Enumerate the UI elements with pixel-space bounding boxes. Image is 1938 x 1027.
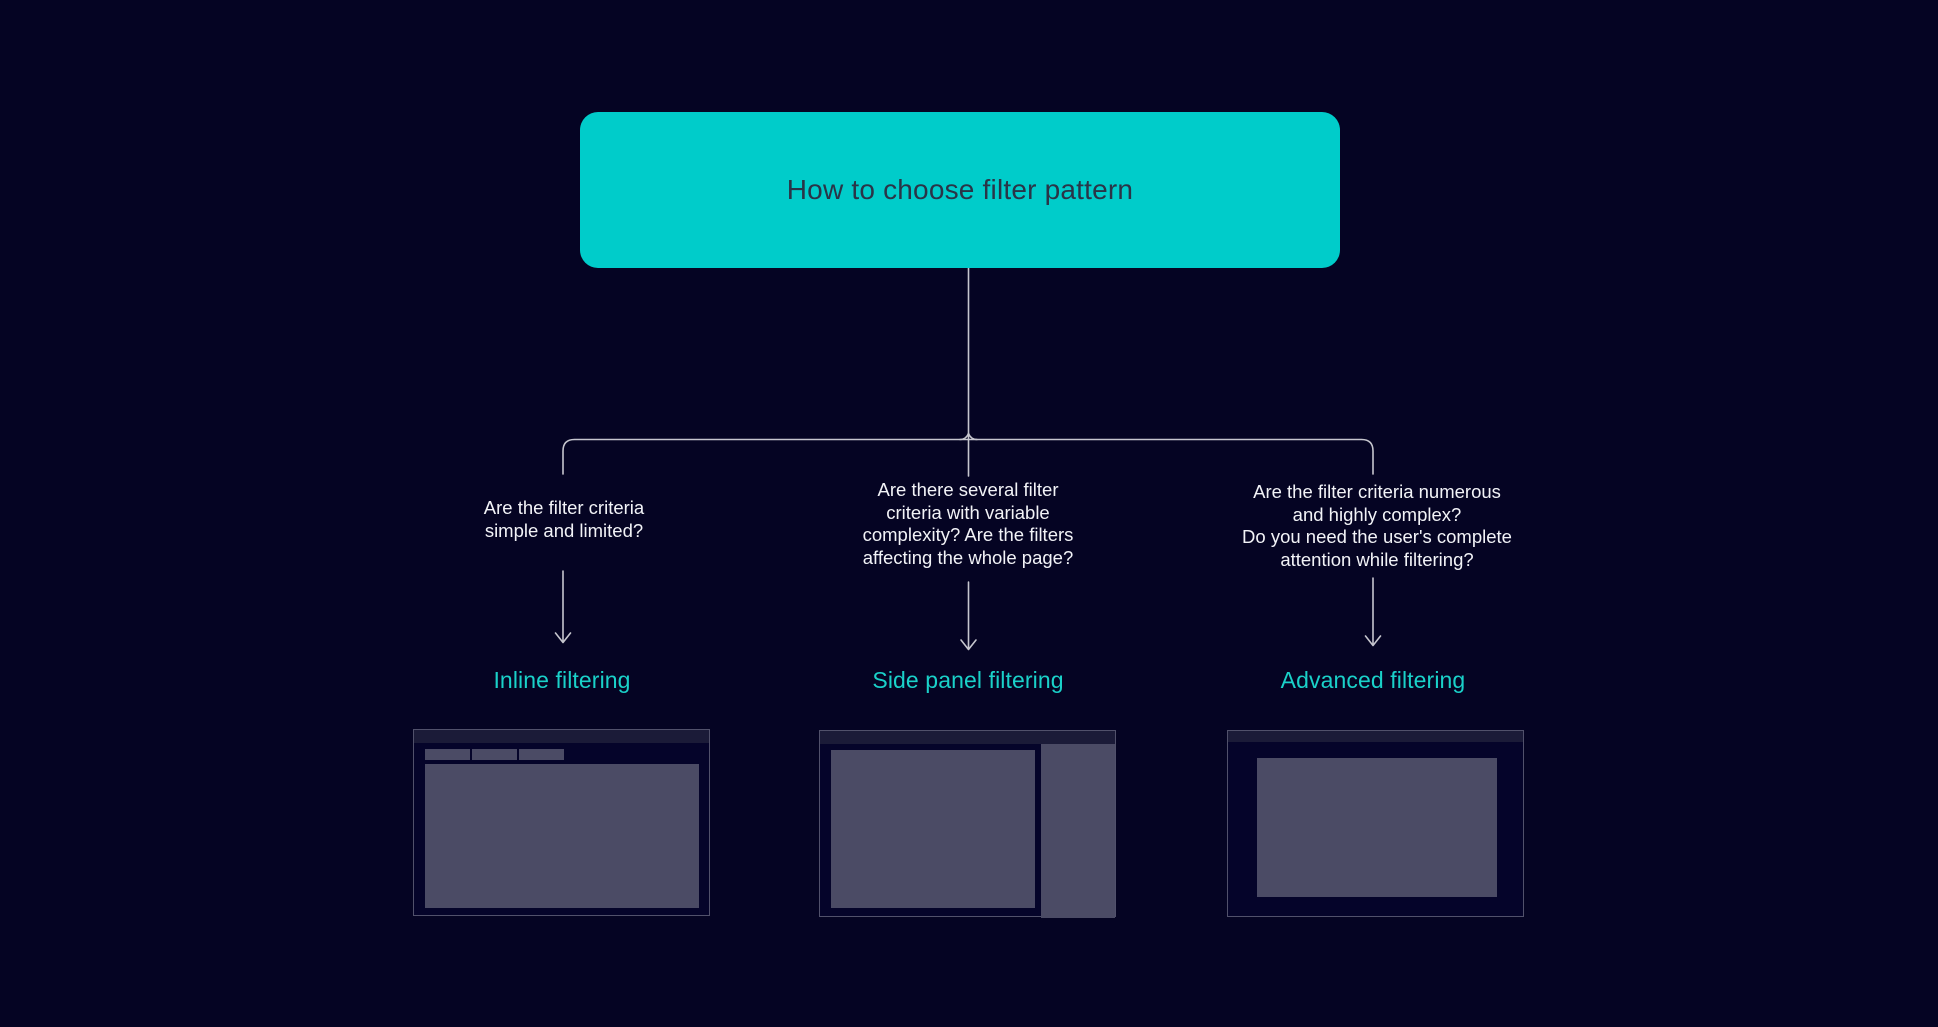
inline-question-text: Are the filter criteria simple and limit…: [484, 497, 644, 542]
inline-filtering-thumbnail: [413, 729, 710, 916]
question-line: affecting the whole page?: [862, 546, 1074, 568]
browser-header-bar: [820, 731, 1115, 744]
inline-filtering-label: Inline filtering: [493, 667, 631, 693]
side-panel-question-text: Are there several filter criteria with v…: [863, 479, 1074, 569]
filter-chip: [425, 749, 470, 760]
question-line: simple and limited?: [484, 519, 644, 541]
title-card: How to choose filter pattern: [580, 112, 1340, 268]
branch-split-line: [562, 438, 1374, 475]
side-panel-branch-down-arrow-icon: [960, 581, 977, 651]
advanced-filtering-thumbnail: [1227, 730, 1524, 917]
question-line: and highly complex?: [1292, 503, 1462, 525]
question-line: Are the filter criteria: [483, 497, 645, 518]
filter-chip: [519, 749, 564, 760]
question-line: complexity? Are the filters: [862, 524, 1074, 545]
browser-header-bar: [414, 730, 709, 743]
side-panel-filtering-label: Side panel filtering: [872, 667, 1064, 693]
junction-fillet-left: [959, 432, 970, 441]
side-panel-placeholder: [1041, 744, 1115, 918]
advanced-question-text: Are the filter criteria numerous and hig…: [1242, 481, 1512, 571]
question-line: Do you need the user's complete: [1242, 526, 1512, 547]
modal-placeholder: [1257, 758, 1497, 897]
advanced-filtering-label: Advanced filtering: [1280, 667, 1466, 693]
browser-header-bar: [1228, 731, 1523, 742]
junction-fillet-right: [967, 432, 978, 441]
filter-chip: [472, 749, 517, 760]
content-placeholder: [831, 750, 1035, 908]
question-line: Are the filter criteria numerous: [1253, 481, 1501, 502]
inline-branch-down-arrow-icon: [554, 570, 572, 644]
question-line: Are there several filter: [877, 479, 1059, 500]
question-line: criteria with variable: [886, 501, 1050, 523]
content-placeholder: [425, 764, 699, 908]
page-title: How to choose filter pattern: [786, 174, 1134, 205]
side-panel-filtering-thumbnail: [819, 730, 1116, 918]
advanced-branch-down-arrow-icon: [1364, 577, 1382, 647]
question-line: attention while filtering?: [1280, 548, 1474, 570]
